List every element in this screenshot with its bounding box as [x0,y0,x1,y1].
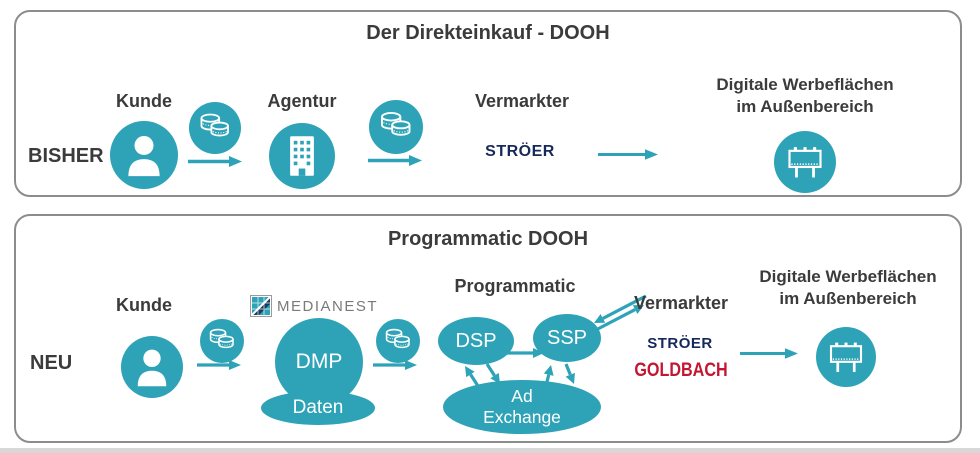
dmp-node: DMP [275,318,363,406]
stroeer-logo: STRÖER [485,143,555,160]
row-label-neu: NEU [30,352,73,374]
payment-arrow-icon [188,156,242,167]
payment-arrow-icon [373,360,417,370]
dsp-node: DSP [438,317,514,365]
dsp-adexchange-arrows-icon [465,363,500,387]
coins-icon [369,100,423,154]
panel-title-direkteinkauf: Der Direkteinkauf - DOOH [366,22,610,44]
vermarkter-label: Vermarkter [633,293,729,313]
werbeflaechen-label: Digitale Werbeflächen im Außenbereich [716,74,893,118]
billboard-icon [816,327,876,387]
coins-icon [376,319,420,363]
ssp-node: SSP [533,314,601,362]
goldbach-logo-text: GOLDBACH [634,360,728,381]
ad-exchange-node: Ad Exchange [443,380,601,434]
vermarkter-label: Vermarkter [474,91,570,111]
panel-programmatic: Programmatic DOOH NEU Kunde MEDIANEST DM… [14,214,962,443]
coins-icon [189,102,241,154]
dsp-ssp-arrow-icon [506,348,544,358]
coins-icon [200,319,244,363]
flow-arrow-icon [598,149,658,160]
panel-direkteinkauf: Der Direkteinkauf - DOOH BISHER Kunde Ag… [14,10,962,197]
payment-arrow-icon [368,155,422,166]
ssp-adexchange-arrows-icon [543,363,575,387]
payment-arrow-icon [197,360,241,370]
goldbach-logo: GOLDBACH [626,360,736,382]
dmp-label: DMP [295,350,343,373]
ssp-label: SSP [546,326,588,349]
werbeflaechen-line1: Digitale Werbeflächen [716,75,894,94]
person-icon [121,336,183,398]
werbeflaechen-label: Digitale Werbeflächen im Außenbereich [759,266,936,310]
medianest-logo-text: MEDIANEST [277,297,379,315]
werbeflaechen-line2: im Außenbereich [779,289,917,308]
ad-exchange-line1: Ad [511,386,533,406]
medianest-logo-icon [250,295,272,317]
kunde-label: Kunde [116,91,172,111]
row-label-bisher: BISHER [28,145,104,167]
ad-exchange-line2: Exchange [483,407,561,427]
kunde-label: Kunde [116,295,172,315]
werbeflaechen-line1: Digitale Werbeflächen [759,267,937,286]
programmatic-label: Programmatic [454,276,576,296]
daten-node: Daten [261,391,375,425]
building-icon [269,123,335,189]
stroeer-logo: STRÖER [647,335,713,352]
ssp-vermarkter-arrows-icon [591,294,647,334]
dsp-label: DSP [455,329,497,352]
agentur-label: Agentur [267,91,337,111]
panel-title-programmatic: Programmatic DOOH [387,228,589,250]
werbeflaechen-line2: im Außenbereich [736,97,874,116]
page-edge-shadow [0,448,980,453]
flow-arrow-icon [740,348,798,359]
billboard-icon [774,131,836,193]
medianest-logo: MEDIANEST [250,295,378,317]
daten-label: Daten [292,397,344,418]
person-icon [110,121,178,189]
